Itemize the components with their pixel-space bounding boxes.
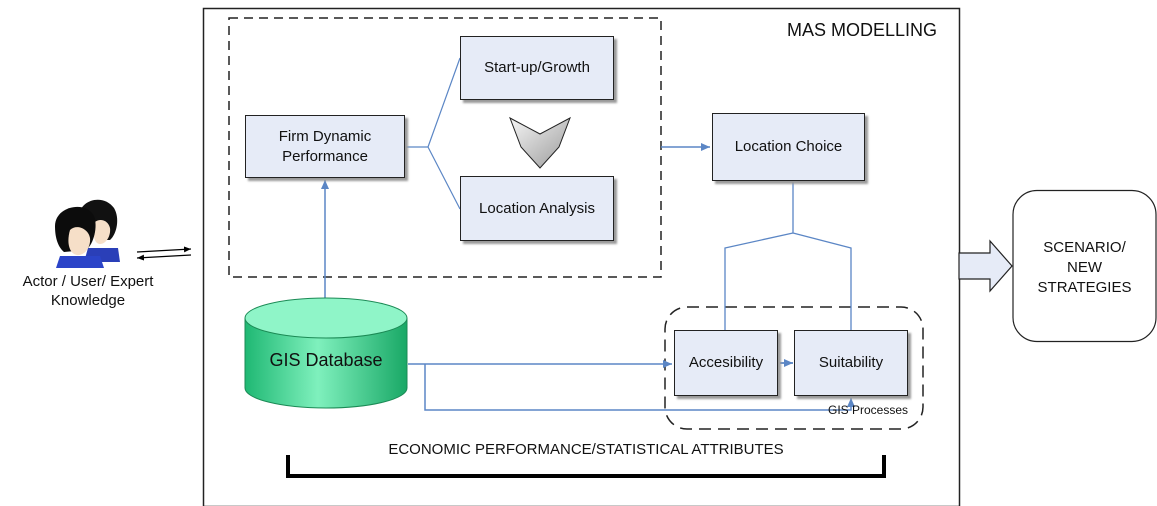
gis-to-suitability-arrow — [424, 364, 855, 411]
location-analysis-box[interactable]: Location Analysis — [460, 176, 614, 241]
economic-attributes-label: ECONOMIC PERFORMANCE/STATISTICAL ATTRIBU… — [388, 441, 784, 458]
economic-bracket — [286, 455, 886, 478]
mas-modelling-title: MAS MODELLING — [786, 20, 938, 40]
actor-to-model-arrow — [136, 246, 192, 253]
actor-people-icon — [55, 199, 120, 268]
scenario-arrow — [958, 239, 1013, 293]
chevron-down-icon — [509, 116, 571, 169]
startup-growth-box[interactable]: Start-up/Growth — [460, 36, 614, 100]
suitability-box[interactable]: Suitability — [794, 330, 908, 396]
gis-processes-label: GIS Processes — [827, 403, 909, 417]
firm-branch-connector — [405, 57, 461, 210]
firm-dynamic-performance-box[interactable]: Firm Dynamic Performance — [245, 115, 405, 178]
location-choice-fork — [724, 182, 852, 330]
actor-label: Actor / User/ Expert Knowledge — [22, 273, 154, 309]
accessibility-box[interactable]: Accesibility — [674, 330, 778, 396]
model-to-actor-arrow — [136, 254, 192, 261]
gis-processes-region — [664, 306, 924, 430]
location-choice-box[interactable]: Location Choice — [712, 113, 865, 181]
scenario-label[interactable]: SCENARIO/ NEW STRATEGIES — [1037, 239, 1132, 296]
scenario-box-frame — [1012, 189, 1157, 343]
gis-database-cylinder — [244, 297, 408, 409]
gis-database-label[interactable]: GIS Database — [269, 350, 383, 370]
